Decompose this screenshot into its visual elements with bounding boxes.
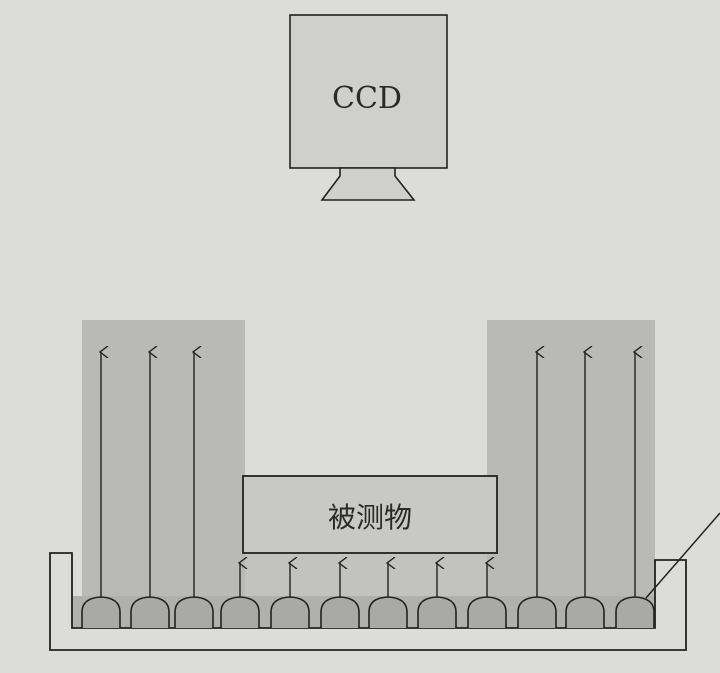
- led: [270, 596, 310, 628]
- led: [81, 596, 121, 628]
- left-light-column: [82, 320, 245, 600]
- object-label: 被测物: [328, 501, 412, 534]
- led-leader-line: [645, 512, 720, 599]
- camera-lens: [320, 167, 416, 201]
- led: [174, 596, 214, 628]
- led: [565, 596, 605, 628]
- center-light-region: [245, 553, 487, 600]
- test-object: 被测物: [242, 475, 498, 554]
- led: [417, 596, 457, 628]
- camera-label: CCD: [332, 81, 402, 116]
- led: [467, 596, 507, 628]
- led: [368, 596, 408, 628]
- ccd-camera: CCD: [289, 14, 448, 201]
- led: [130, 596, 170, 628]
- led: [320, 596, 360, 628]
- camera-body: [289, 14, 448, 169]
- led: [615, 596, 655, 628]
- led-array: [81, 352, 655, 628]
- led: [220, 596, 260, 628]
- right-light-column: [487, 320, 655, 600]
- led: [517, 596, 557, 628]
- tray: [49, 552, 687, 651]
